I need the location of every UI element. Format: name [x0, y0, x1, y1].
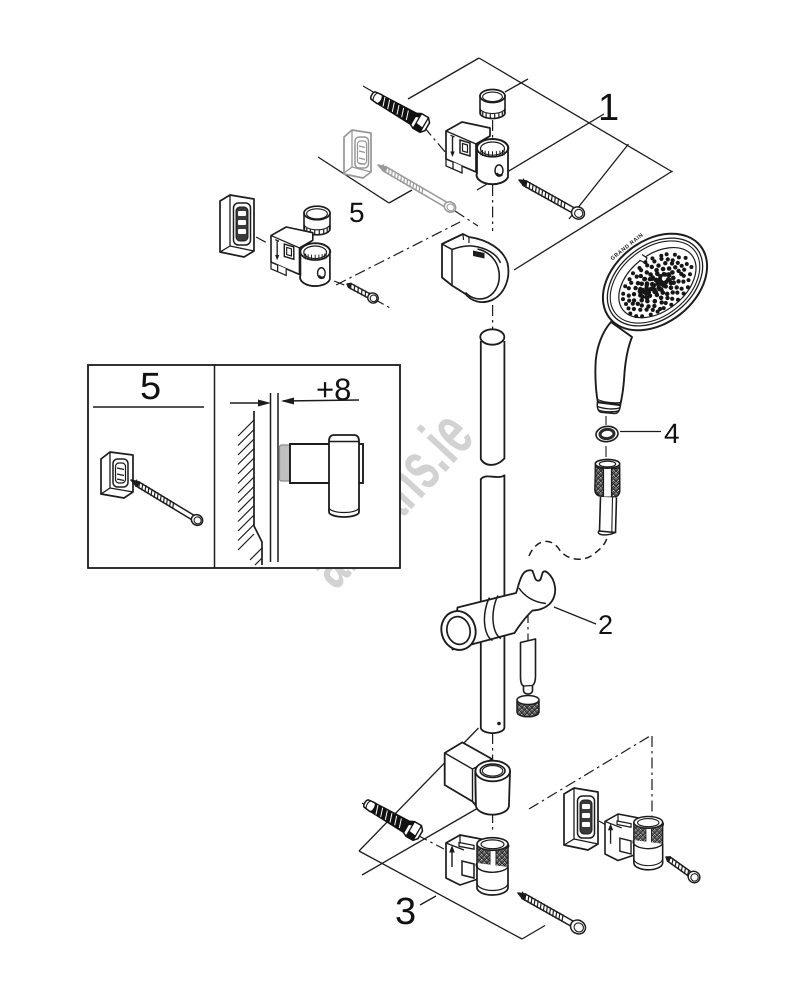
svg-text:2: 2 [598, 610, 613, 640]
svg-text:3: 3 [395, 891, 416, 933]
svg-text:+8: +8 [316, 372, 351, 407]
svg-text:1: 1 [598, 87, 619, 129]
svg-text:4: 4 [664, 418, 680, 449]
svg-text:5: 5 [140, 366, 161, 408]
svg-text:5: 5 [349, 197, 365, 228]
